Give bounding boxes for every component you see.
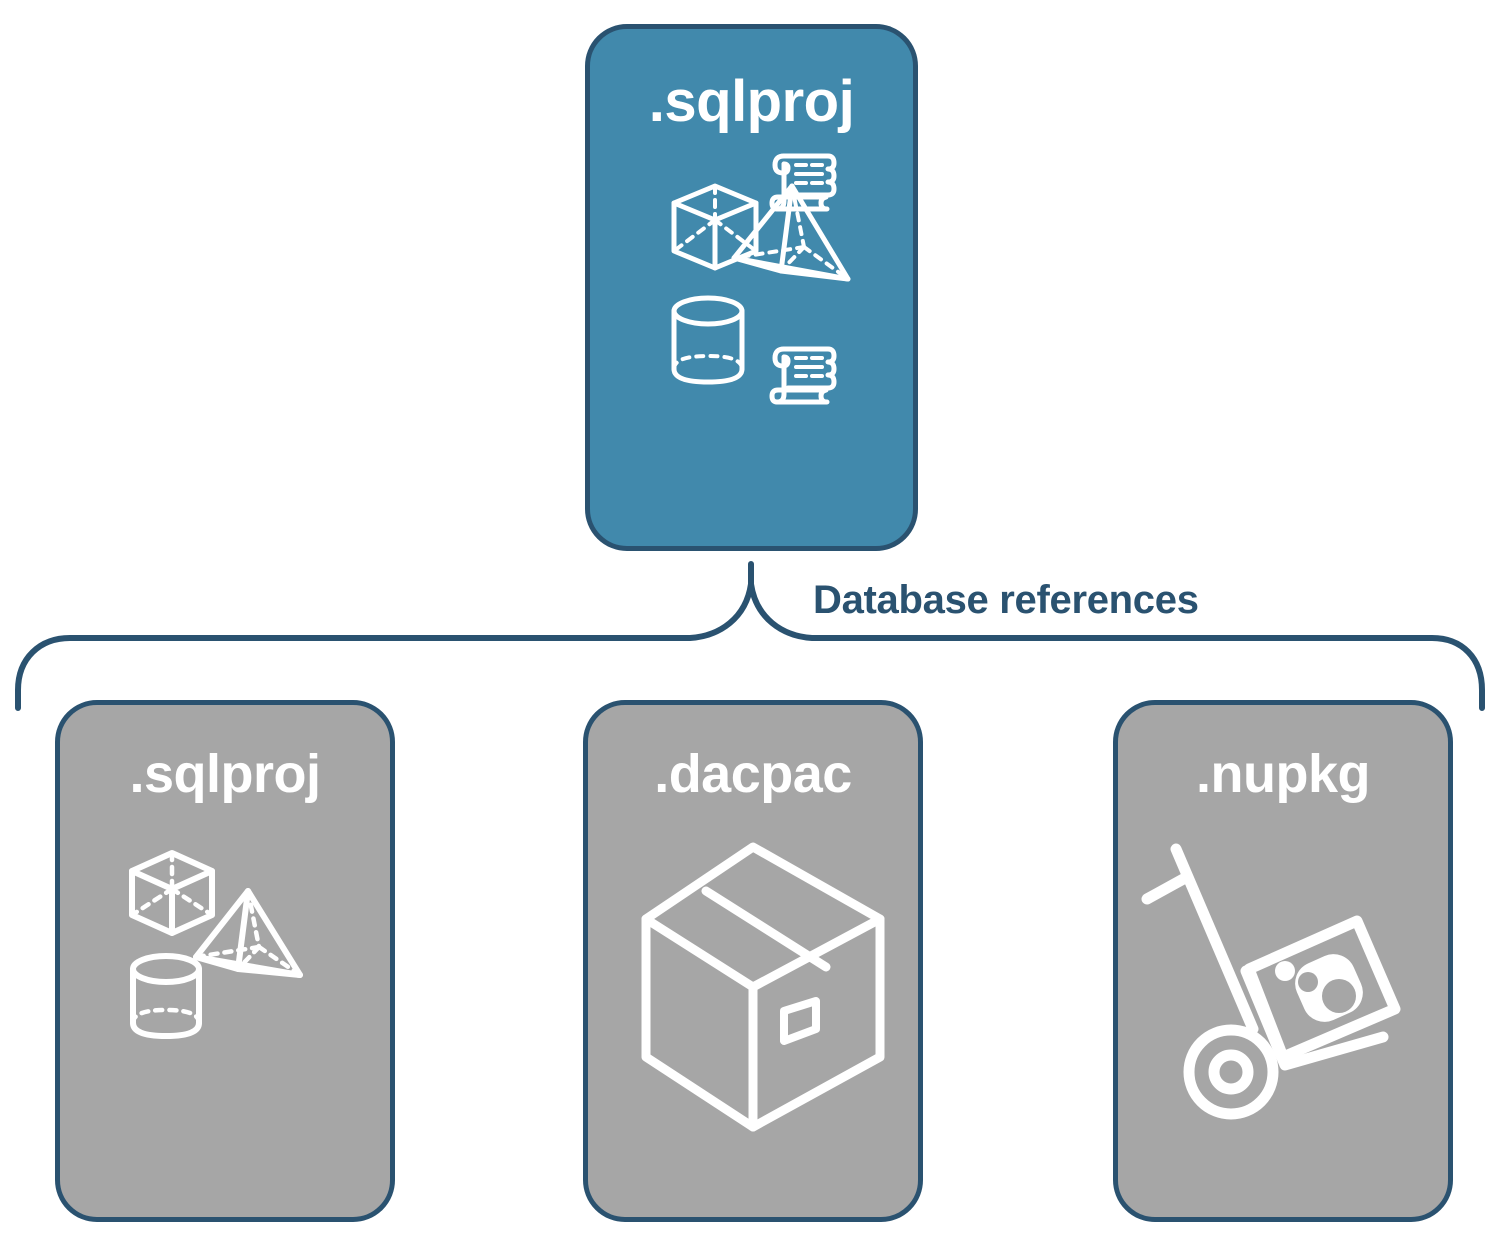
bracket-left-arm [15, 581, 754, 711]
reference-node-nupkg-card[interactable]: .nupkg [1113, 700, 1453, 1222]
cube-icon [129, 850, 215, 936]
hand-truck-nuget-svg [1141, 843, 1401, 1120]
cylinder-icon [671, 295, 744, 385]
sqlproj-icons-svg [129, 850, 303, 1039]
reference-sqlproj-icon-group [110, 829, 340, 1059]
cylinder-icon [130, 953, 202, 1039]
root-node-icon-group [652, 141, 852, 411]
pyramid-icon [193, 888, 303, 978]
reference-dacpac-icon-group [608, 829, 898, 1132]
cube-icon [671, 183, 758, 271]
reference-nupkg-icon-group [1141, 829, 1423, 1120]
connector-label: Database references [813, 578, 1199, 622]
root-node-label: .sqlproj [648, 69, 855, 134]
hand-truck-nuget-icon [1141, 843, 1401, 1120]
scroll-icon [769, 346, 836, 405]
reference-node-sqlproj-label: .sqlproj [129, 744, 321, 804]
package-box-icon [641, 842, 885, 1132]
reference-node-dacpac-card[interactable]: .dacpac [583, 700, 923, 1222]
pyramid-icon [731, 183, 850, 282]
reference-node-sqlproj-card[interactable]: .sqlproj [55, 700, 395, 1222]
scroll-icon [769, 153, 836, 212]
database-references-bracket [15, 561, 1485, 711]
root-node-sqlproj-card[interactable]: .sqlproj [585, 24, 918, 551]
reference-node-nupkg-label: .nupkg [1196, 744, 1370, 804]
package-box-svg [641, 842, 885, 1132]
reference-node-dacpac-label: .dacpac [654, 744, 852, 804]
root-icons-svg [671, 153, 850, 405]
